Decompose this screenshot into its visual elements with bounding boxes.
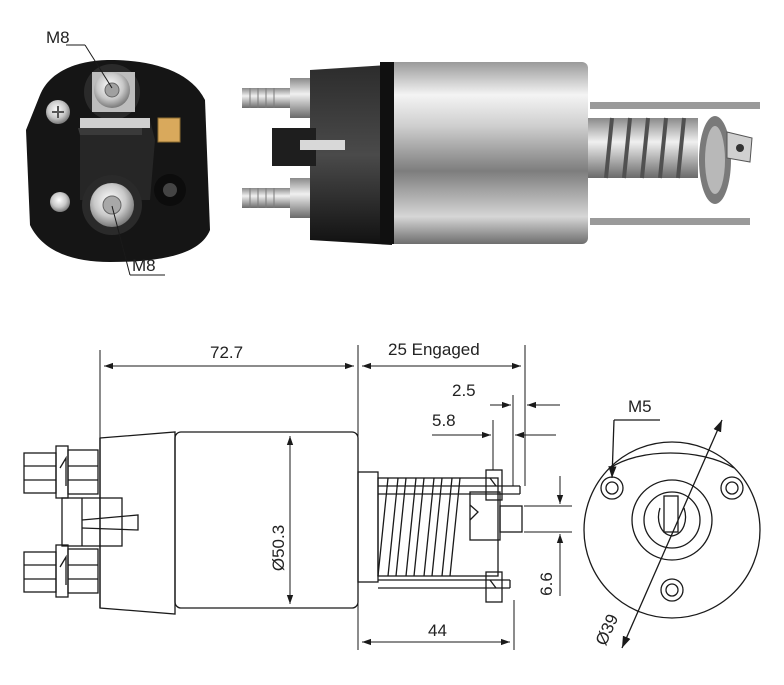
dim-label-stud-length: 44 (428, 621, 447, 640)
dim-label-offset-b: 5.8 (432, 411, 456, 430)
dim-label-mount-thread: M5 (628, 397, 652, 416)
side-view-photo (242, 62, 760, 245)
dim-label-plunger-travel: 25 Engaged (388, 340, 480, 359)
dim-label-offset-a: 2.5 (452, 381, 476, 400)
dim-label-bolt-circle: Ø39 (592, 611, 622, 648)
photo-top-terminal (80, 64, 150, 128)
dimension-lines (99, 345, 572, 650)
side-view-drawing (23, 431, 523, 615)
photo-label-bottom-m8: M8 (132, 256, 156, 275)
dim-label-diameter: Ø50.3 (269, 525, 288, 571)
photo-label-top-m8: M8 (46, 28, 70, 47)
end-view-photo (26, 60, 210, 262)
front-view-drawing (583, 419, 761, 649)
dim-label-plunger-height: 6.6 (537, 572, 556, 596)
dim-label-body-length: 72.7 (210, 343, 243, 362)
photo-bottom-terminal (82, 175, 142, 235)
